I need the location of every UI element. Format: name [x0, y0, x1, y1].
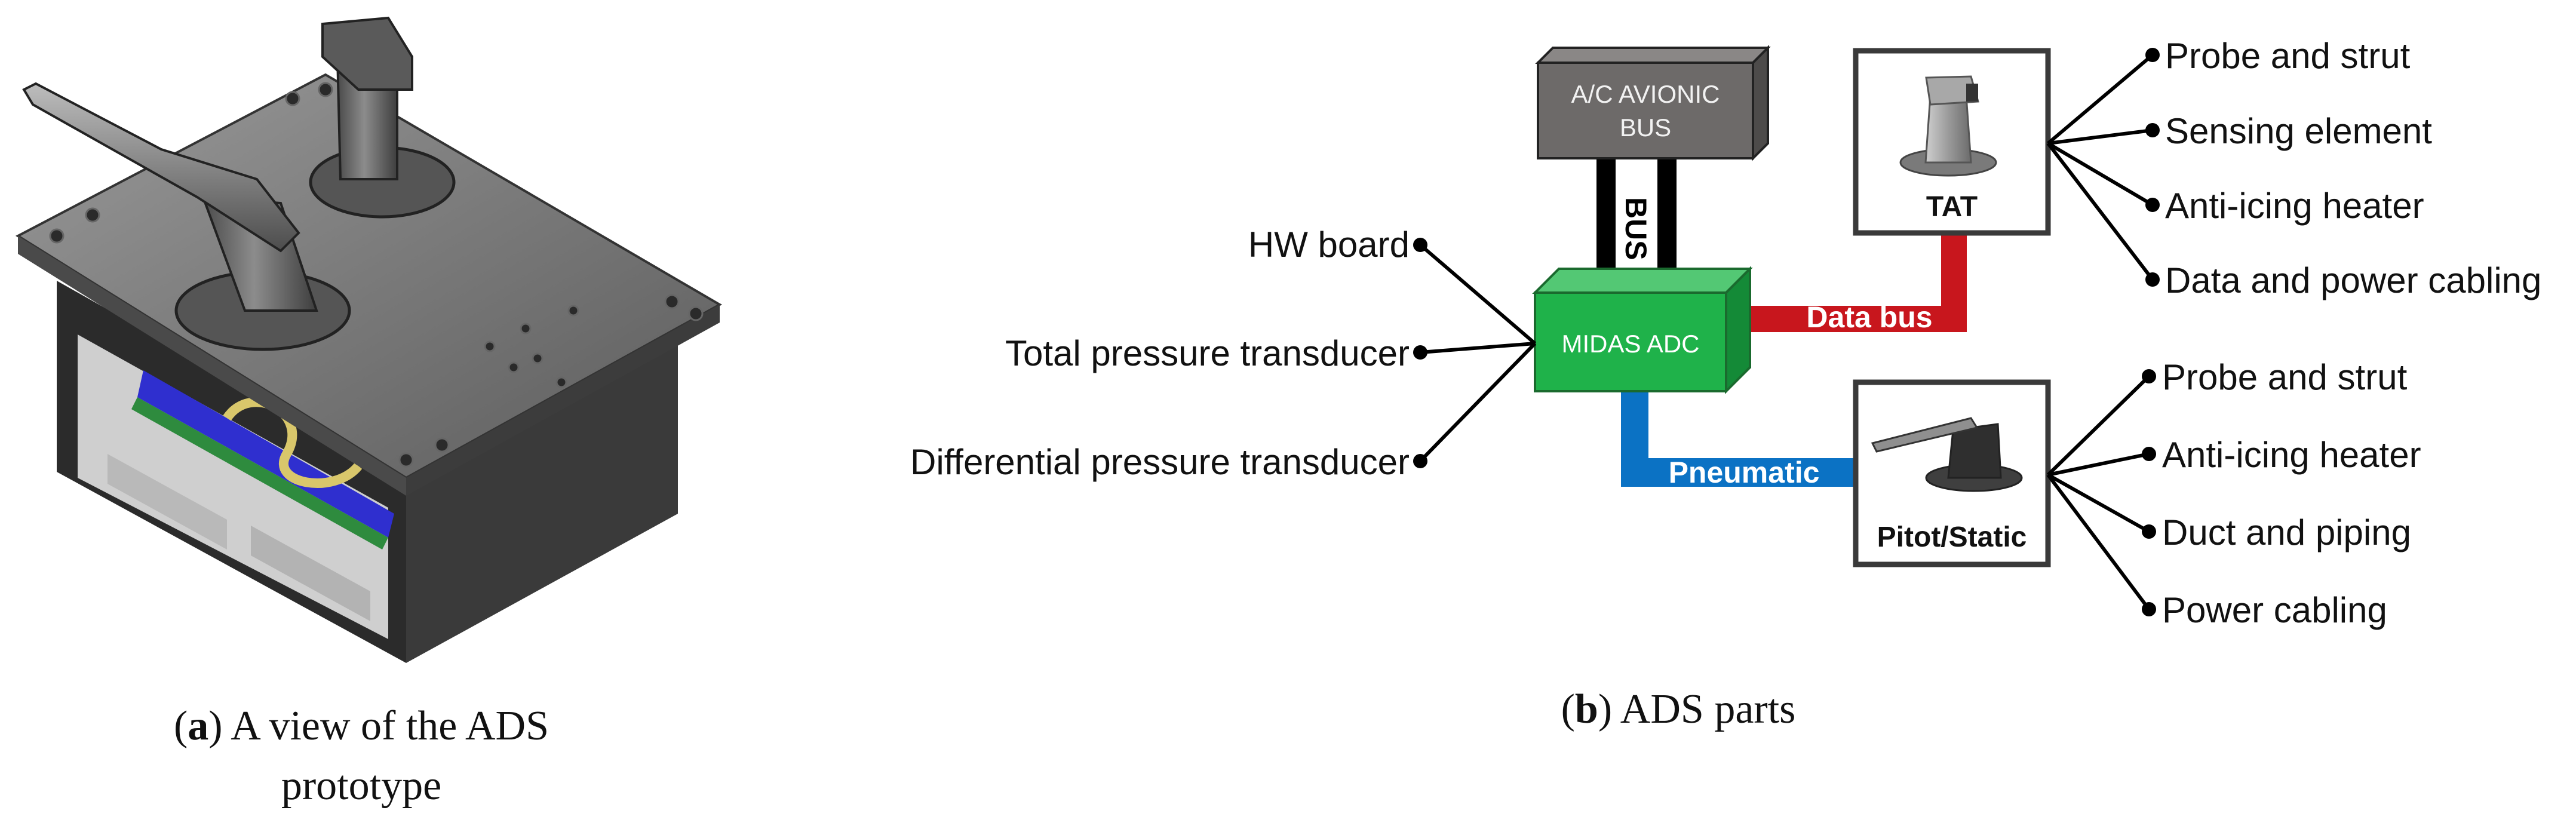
bus-box-line2: BUS: [1620, 113, 1671, 142]
bus-box-front: [1537, 62, 1754, 159]
adc-part-total-pressure: Total pressure transducer: [1005, 333, 1410, 373]
top-plate-edge-right: [406, 305, 720, 496]
pitot-part-duct-piping: Duct and piping: [2162, 512, 2411, 552]
adc-box-top: [1532, 268, 1753, 294]
caption-a-line1: (a) A view of the ADS: [174, 703, 549, 749]
pitot-part-anti-icing-heater: Anti-icing heater: [2162, 435, 2421, 475]
data-bus-label: Data bus: [1806, 300, 1932, 334]
tat-probe-head: [321, 16, 413, 91]
bus-box-side: [1752, 45, 1769, 161]
pitot-part-power-cabling: Power cabling: [2162, 590, 2387, 630]
tat-part-probe-strut: Probe and strut: [2165, 36, 2411, 76]
bus-bar-left: [1596, 156, 1616, 285]
pitot-label: Pitot/Static: [1877, 521, 2027, 553]
adc-part-dots: [1413, 238, 1427, 468]
pcb-board: [137, 370, 394, 538]
pcb-green-edge: [131, 397, 388, 549]
data-bus-horizontal: [1750, 306, 1967, 332]
pitot-part-dots: [2142, 369, 2156, 616]
bus-box-line1: A/C AVIONIC: [1571, 80, 1720, 108]
pitot-part-probe-strut: Probe and strut: [2162, 357, 2408, 397]
tat-part-sensing-element: Sensing element: [2165, 111, 2432, 151]
tat-probe-image: [1899, 75, 1997, 177]
bus-bar-right: [1657, 156, 1677, 285]
top-plate-edge: [18, 236, 406, 496]
enclosure-side-right: [406, 331, 678, 663]
adc-part-differential-pressure: Differential pressure transducer: [910, 442, 1410, 482]
tat-part-data-power-cabling: Data and power cabling: [2165, 260, 2541, 300]
adc-label: MIDAS ADC: [1561, 330, 1699, 358]
adc-part-hw-board: HW board: [1248, 225, 1410, 265]
tat-part-lines: [2046, 53, 2154, 281]
pitot-probe-image: [1871, 417, 2023, 492]
enclosure-floor-panel-2: [251, 526, 370, 621]
bus-link-label: BUS: [1619, 197, 1653, 260]
enclosure-floor-panel: [108, 454, 227, 549]
ads-prototype-render: [15, 16, 723, 663]
tat-label: TAT: [1926, 191, 1978, 223]
pneumatic-horizontal: [1621, 458, 1857, 487]
caption-b: (b) ADS parts: [1561, 686, 1796, 732]
pitot-tube: [22, 82, 300, 253]
pneumatic-tubing: [223, 397, 363, 488]
pitot-part-lines: [2046, 374, 2151, 610]
bus-box-top: [1535, 47, 1771, 64]
adc-part-lines: [1419, 243, 1537, 463]
plate-bolts: [49, 82, 704, 468]
ads-parts-diagram: BUS Data bus Pneumatic A/C AVIONIC BUS M…: [910, 36, 2541, 630]
adc-box-front: [1534, 291, 1727, 392]
caption-a-line2: prototype: [281, 763, 441, 809]
pneumatic-label: Pneumatic: [1669, 456, 1820, 489]
data-bus-vertical: [1941, 233, 1967, 332]
tat-part-dots: [2145, 48, 2160, 287]
tat-part-anti-icing-heater: Anti-icing heater: [2165, 186, 2424, 226]
